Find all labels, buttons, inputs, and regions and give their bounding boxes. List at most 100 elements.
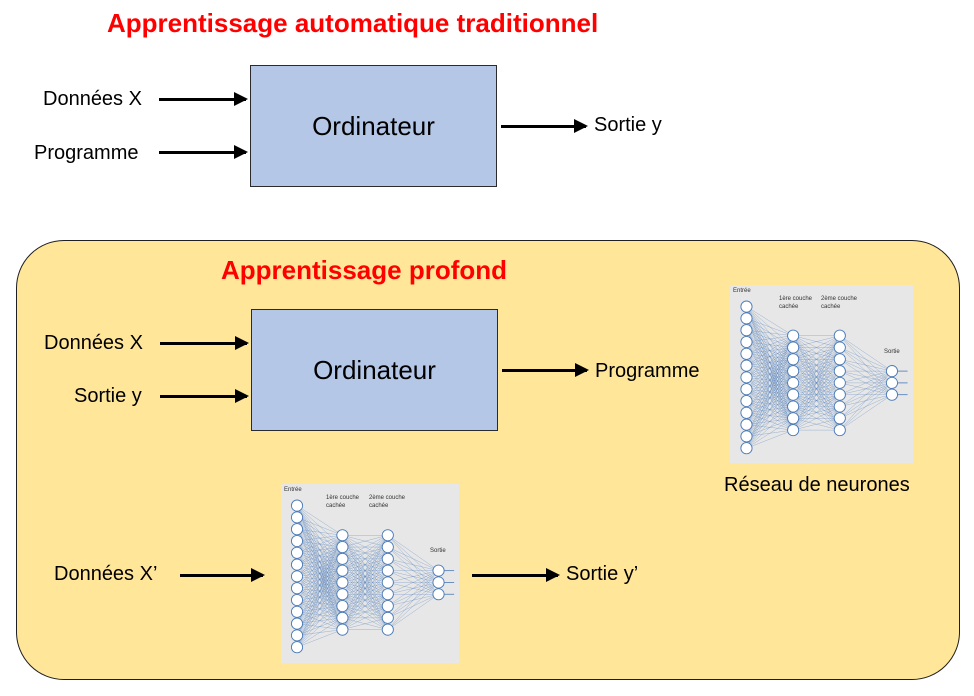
network-connection [746,335,794,378]
network-node [336,552,349,565]
network-connection [296,535,343,601]
network-node [787,353,800,366]
network-hidden1-label: 1ère couche [779,296,813,302]
network-connection [342,605,388,630]
network-connection [387,570,439,630]
network-connection [746,335,794,366]
network-hidden1-sub: cachée [779,304,799,310]
network-node [290,499,304,512]
network-connection [296,535,343,612]
network-connection [387,546,439,571]
network-hidden1-sub: cachée [326,503,346,509]
network-connection [296,582,343,648]
deep-input-data: Données X [44,332,143,354]
network-connection [746,382,794,449]
network-node [787,341,800,354]
network-connection [342,535,388,548]
network-node [740,383,753,396]
network-connection [792,359,840,431]
network-connection [296,605,343,648]
network-node [833,376,846,389]
network-connection [296,535,343,553]
network-connection [746,335,794,390]
network-connection [342,535,388,630]
network-node [336,576,349,589]
network-connection [746,359,794,449]
network-connection [342,535,388,560]
arrow-deep-output-to-computer [160,389,249,403]
network-node [336,564,349,577]
network-connection [792,335,840,395]
deep-input-output: Sortie y [74,385,142,407]
network-node [432,564,445,577]
network-connection [746,306,794,336]
network-connection [792,347,840,431]
traditional-input-program: Programme [34,142,139,164]
network-output-label: Sortie [430,548,446,554]
network-connection [793,335,840,348]
network-input-label: Entrée [284,487,302,493]
neural-network-svg: Entrée 1ère couche cachée 2ème couche ca… [733,288,908,455]
network-node [381,552,394,565]
network-connection [839,359,892,372]
network-node [336,588,349,601]
network-node [787,365,800,378]
network-node [885,388,899,401]
network-input-label: Entrée [733,288,751,294]
network-node [740,359,753,372]
network-connection [839,370,893,419]
network-connection [387,570,439,595]
network-node [787,400,800,413]
network-node [336,529,349,542]
network-connection [793,335,840,360]
network-connection [296,535,343,636]
network-connection [296,529,343,536]
network-hidden2-sub: cachée [821,304,841,310]
network-node [787,329,800,342]
network-node [381,529,394,542]
network-node [740,335,753,349]
network-node [740,347,753,360]
network-connection [746,406,794,449]
network-connection [342,570,388,630]
network-connection [839,394,893,431]
arrow-deep-data-to-computer [160,336,249,350]
arrow-network-to-output [472,568,560,582]
network-connection [342,535,388,583]
network-node [290,511,304,524]
network-node [381,576,394,589]
network-node [740,442,753,455]
network-connection [746,418,794,449]
network-connection [342,535,388,595]
network-node [432,576,445,589]
traditional-title: Apprentissage automatique traditionnel [107,8,599,38]
network-node [740,300,753,313]
network-connection [296,594,343,648]
network-node [740,406,753,419]
arrow-data-to-computer [159,92,248,106]
network-connection [746,335,794,437]
arrow-computer-to-output [501,119,588,133]
network-node [833,388,846,401]
network-connection [296,535,343,577]
network-node [740,418,753,431]
network-connection [839,370,892,384]
network-node [290,582,304,595]
network-connection [387,570,439,607]
network-node [381,541,394,554]
network-node [336,611,349,624]
network-connection [792,335,840,431]
network-connection [342,617,388,630]
network-connection [793,406,840,431]
network-node [381,600,394,613]
network-node [290,523,304,536]
network-connection [296,517,343,536]
network-node [833,424,846,437]
network-connection [792,335,840,407]
network-node [381,623,394,636]
traditional-output: Sortie y [594,114,662,136]
neural-network-diagram: Entrée 1ère couche cachée 2ème couche ca… [730,285,913,463]
network-node [290,558,304,571]
network-connection [792,335,840,419]
network-connection [296,535,343,542]
